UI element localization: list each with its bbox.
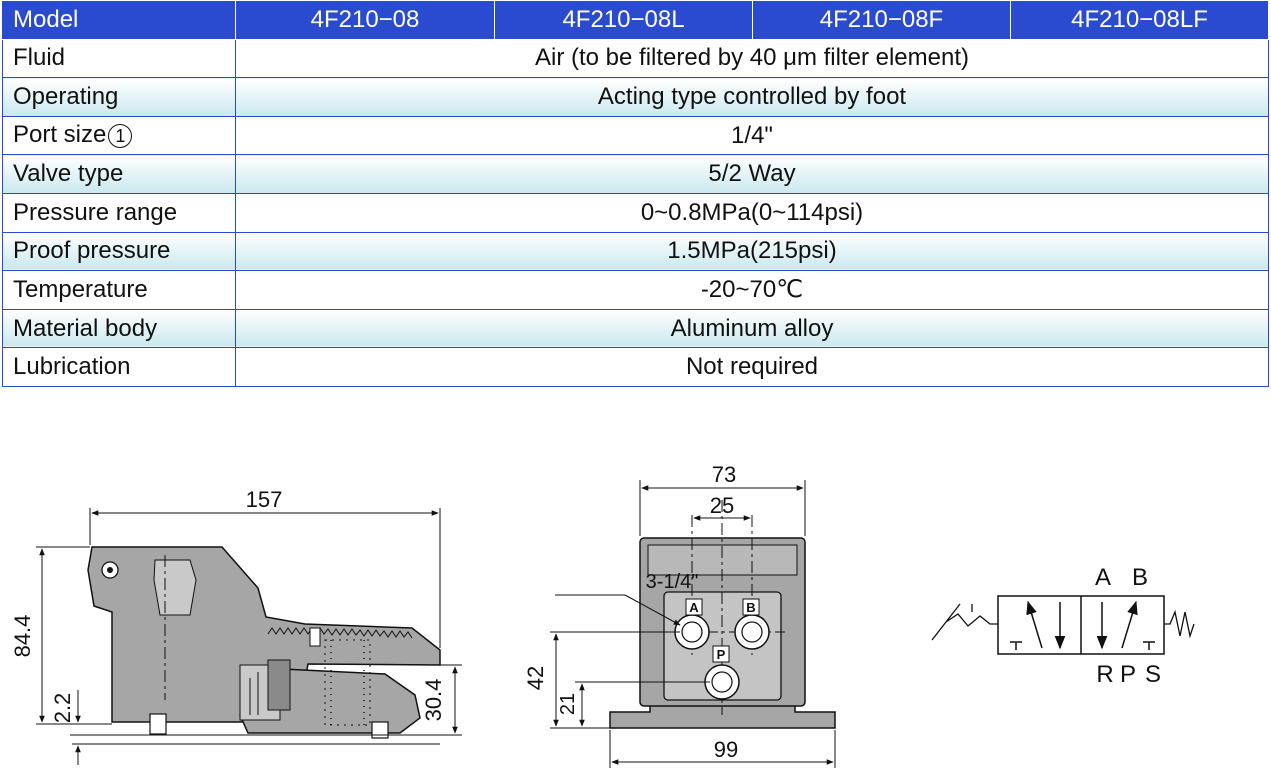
row-value: Acting type controlled by foot: [235, 77, 1269, 117]
header-model-4: 4F210−08LF: [1010, 0, 1269, 40]
header-model-2: 4F210−08L: [494, 0, 753, 40]
row-value: Aluminum alloy: [235, 308, 1269, 349]
dim-base-width: 99: [714, 737, 738, 762]
table-row-operating: Operating Acting type controlled by foot: [2, 77, 1269, 117]
table-row-lubrication: Lubrication Not required: [2, 347, 1269, 387]
table-row-valve-type: Valve type 5/2 Way: [2, 154, 1269, 194]
row-label: Pressure range: [2, 192, 236, 233]
table-row-proof-pressure: Proof pressure 1.5MPa(215psi): [2, 231, 1269, 272]
front-view-drawing: A B P 3-1/4" 73 25 42 21 99: [523, 462, 836, 768]
note-marker: 1: [108, 123, 133, 148]
row-value: -20~70℃: [235, 270, 1269, 310]
spec-table: Model 4F210−08 4F210−08L 4F210−08F 4F210…: [2, 0, 1269, 387]
port-label-a: A: [689, 600, 699, 615]
row-label: Material body: [2, 308, 236, 349]
base-plate: [609, 704, 836, 729]
dim-height-upper: 42: [523, 666, 548, 690]
row-value: 5/2 Way: [235, 154, 1269, 194]
row-label: Proof pressure: [2, 231, 236, 272]
dim-pedal-height: 30.4: [421, 679, 446, 722]
dim-base: 2.2: [50, 693, 75, 724]
row-value: 0~0.8MPa(0~114psi): [235, 192, 1269, 233]
port-label-p: P: [717, 647, 726, 662]
symbol-label-b: B: [1132, 564, 1148, 591]
header-label-model: Model: [2, 0, 236, 40]
symbol-label-p: P: [1120, 661, 1136, 688]
table-row-temperature: Temperature -20~70℃: [2, 270, 1269, 310]
row-label: Operating: [2, 77, 236, 117]
dim-height-lower: 21: [557, 693, 579, 715]
row-label: Port size: [13, 121, 107, 149]
table-row-fluid: Fluid Air (to be filtered by 40 μm filte…: [2, 38, 1269, 79]
table-header-row: Model 4F210−08 4F210−08L 4F210−08F 4F210…: [2, 0, 1269, 40]
dim-height: 84.4: [10, 615, 35, 658]
row-value: 1/4": [235, 115, 1269, 156]
header-model-3: 4F210−08F: [752, 0, 1011, 40]
dim-length: 157: [246, 487, 283, 512]
row-value: Air (to be filtered by 40 μm filter elem…: [235, 38, 1269, 79]
row-value: Not required: [235, 347, 1269, 387]
dim-port-spacing: 25: [710, 493, 734, 518]
row-label: Lubrication: [2, 347, 236, 387]
side-view-drawing: 157 84.4 2.2 30.4: [10, 487, 462, 765]
row-value: 1.5MPa(215psi): [235, 231, 1269, 272]
symbol-label-a: A: [1095, 564, 1111, 591]
symbol-label-s: S: [1145, 661, 1161, 688]
row-label: Valve type: [2, 154, 236, 194]
dim-width: 73: [712, 462, 736, 487]
port-label-b: B: [746, 600, 755, 615]
row-label: Temperature: [2, 270, 236, 310]
table-row-material-body: Material body Aluminum alloy: [2, 308, 1269, 349]
pneumatic-symbol: A B R P S: [931, 564, 1195, 688]
port-callout: 3-1/4": [646, 571, 699, 593]
table-row-pressure-range: Pressure range 0~0.8MPa(0~114psi): [2, 192, 1269, 233]
symbol-label-r: R: [1096, 661, 1113, 688]
